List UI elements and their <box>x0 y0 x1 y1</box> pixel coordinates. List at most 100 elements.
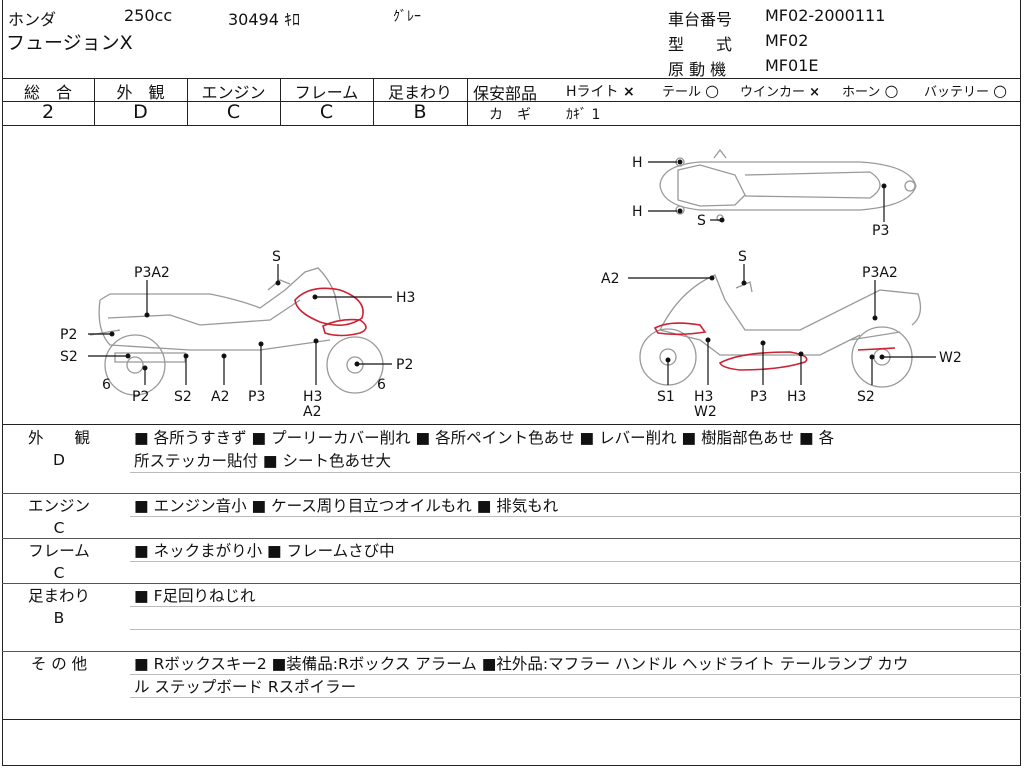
maker: ホンダ <box>8 10 57 29</box>
safety-item-mark: ○ <box>884 81 899 100</box>
safety-item-name: ホーン <box>842 85 881 100</box>
safety-item-mark: × <box>622 84 635 100</box>
col-divider <box>280 78 281 125</box>
safety-battery: バッテリー ○ <box>924 81 1007 100</box>
comment-frame: ■ ネックまがり小 ■ フレームさび中 <box>134 540 1009 563</box>
label-left-p2b: P2 <box>132 389 149 405</box>
grade-engine: C <box>226 101 241 123</box>
label-left-h3: H3 <box>396 290 415 306</box>
comment-suspension: ■ F足回りねじれ <box>134 585 1009 608</box>
comment-rule <box>130 606 1021 607</box>
grade-header-exterior: 外 観 <box>116 83 165 102</box>
mileage: 30494 ｷﾛ <box>228 10 300 29</box>
comment-exterior: ■ 各所うすきず ■ プーリーカバー削れ ■ 各所ペイント色あせ ■ レバー削れ… <box>134 427 1009 473</box>
safety-item-name: バッテリー <box>924 85 990 100</box>
chassis-label: 車台番号 <box>668 10 733 29</box>
damage-diagram: H H S P3 S P3A2 H3 P2 S2 6 <box>60 148 962 420</box>
label-top-s: S <box>697 213 706 229</box>
category-name: エンジン <box>27 497 90 515</box>
comment-engine: ■ エンジン音小 ■ ケース周り目立つオイルもれ ■ 排気もれ <box>134 495 1009 518</box>
label-left-p3a2: P3A2 <box>134 265 170 281</box>
label-left-a2: A2 <box>211 389 229 405</box>
comment-rule <box>130 697 1021 698</box>
label-left-s2: S2 <box>60 349 78 365</box>
label-left-p2: P2 <box>60 327 77 343</box>
left-dots <box>109 280 360 371</box>
grade-header-frame: フレーム <box>294 83 359 102</box>
safety-divider <box>467 101 1021 102</box>
key-value: ｶｷﾞ 1 <box>566 107 601 123</box>
section-divider <box>2 583 1021 584</box>
safety-item-name: テール <box>662 85 702 100</box>
section-divider <box>2 651 1021 652</box>
comments-top-border <box>2 424 1021 425</box>
grade-overall: 2 <box>41 101 55 123</box>
label-right-p3a2: P3A2 <box>862 265 898 281</box>
label-right-a2: A2 <box>601 271 619 287</box>
comment-line: 所ステッカー貼付 ■ シート色あせ大 <box>134 452 391 470</box>
grade-header-divider <box>2 101 467 102</box>
comment-other-category: そ の 他 <box>14 653 104 675</box>
col-divider <box>187 78 188 125</box>
grade-header-engine: エンジン <box>201 83 266 102</box>
type-value: MF02 <box>765 31 809 50</box>
comment-exterior-category: 外 観 D <box>14 427 104 471</box>
label-right-h3: H3 <box>694 389 713 405</box>
engine-value: MF01E <box>765 56 819 75</box>
label-right-w2b: W2 <box>694 404 717 420</box>
comment-rule <box>130 629 1021 630</box>
comment-line: ■ エンジン音小 ■ ケース周り目立つオイルもれ ■ 排気もれ <box>134 497 559 515</box>
grade-exterior: D <box>133 101 148 123</box>
table-bottom-border <box>2 125 1021 126</box>
label-right-s2: S2 <box>857 389 875 405</box>
engine-label: 原 動 機 <box>668 60 727 79</box>
grade-frame: C <box>319 101 334 123</box>
safety-winker: ウインカー × <box>740 81 820 100</box>
top-view-dots <box>677 159 887 223</box>
label-top-h2: H <box>632 204 643 220</box>
label-left-6b: 6 <box>377 377 386 393</box>
grade-suspension: B <box>413 101 427 123</box>
damage-marks-left <box>294 287 367 337</box>
top-view-leaders <box>648 161 885 222</box>
safety-item-mark: × <box>809 85 821 100</box>
scooter-left-side <box>89 267 384 396</box>
displacement: 250cc <box>124 6 173 25</box>
safety-item-mark: ○ <box>993 81 1008 100</box>
safety-label: 保安部品 <box>473 84 538 103</box>
model-name: フュージョンX <box>6 32 133 54</box>
label-left-6: 6 <box>102 377 111 393</box>
category-grade: B <box>53 609 65 627</box>
comment-rule <box>130 516 1021 517</box>
safety-item-mark: ○ <box>705 81 720 100</box>
damage-marks-right <box>653 322 896 371</box>
comment-other: ■ Rボックスキー2 ■装備品:Rボックス アラーム ■社外品:マフラー ハンド… <box>134 653 1014 699</box>
left-leaders <box>88 264 392 385</box>
category-name: 外 観 <box>27 429 90 447</box>
comments-bottom-border <box>2 719 1021 720</box>
label-left-p3: P3 <box>248 389 265 405</box>
comment-rule <box>130 561 1021 562</box>
comment-line: ■ 各所うすきず ■ プーリーカバー削れ ■ 各所ペイント色あせ ■ レバー削れ… <box>134 429 835 447</box>
category-grade: C <box>53 564 65 582</box>
label-top-h1: H <box>632 155 643 171</box>
scooter-top-view <box>659 148 917 222</box>
category-name: 足まわり <box>27 587 90 605</box>
comment-line: ル ステップボード Rスポイラー <box>134 678 357 696</box>
label-right-s: S <box>738 249 747 265</box>
chassis-value: MF02-2000111 <box>765 6 886 25</box>
label-top-p3: P3 <box>872 223 889 239</box>
grade-header-suspension: 足まわり <box>387 83 452 102</box>
section-divider <box>2 493 1021 494</box>
grade-header-overall: 総 合 <box>23 83 72 102</box>
label-left-s: S <box>272 249 281 265</box>
comment-line: ■ Rボックスキー2 ■装備品:Rボックス アラーム ■社外品:マフラー ハンド… <box>134 655 909 673</box>
category-grade: C <box>53 519 65 537</box>
col-divider <box>467 78 468 125</box>
comment-rule <box>130 674 1021 675</box>
right-leaders <box>628 264 936 385</box>
label-right-w2: W2 <box>939 350 962 366</box>
type-label: 型 式 <box>668 35 733 54</box>
color: ｸﾞﾚｰ <box>393 9 421 25</box>
